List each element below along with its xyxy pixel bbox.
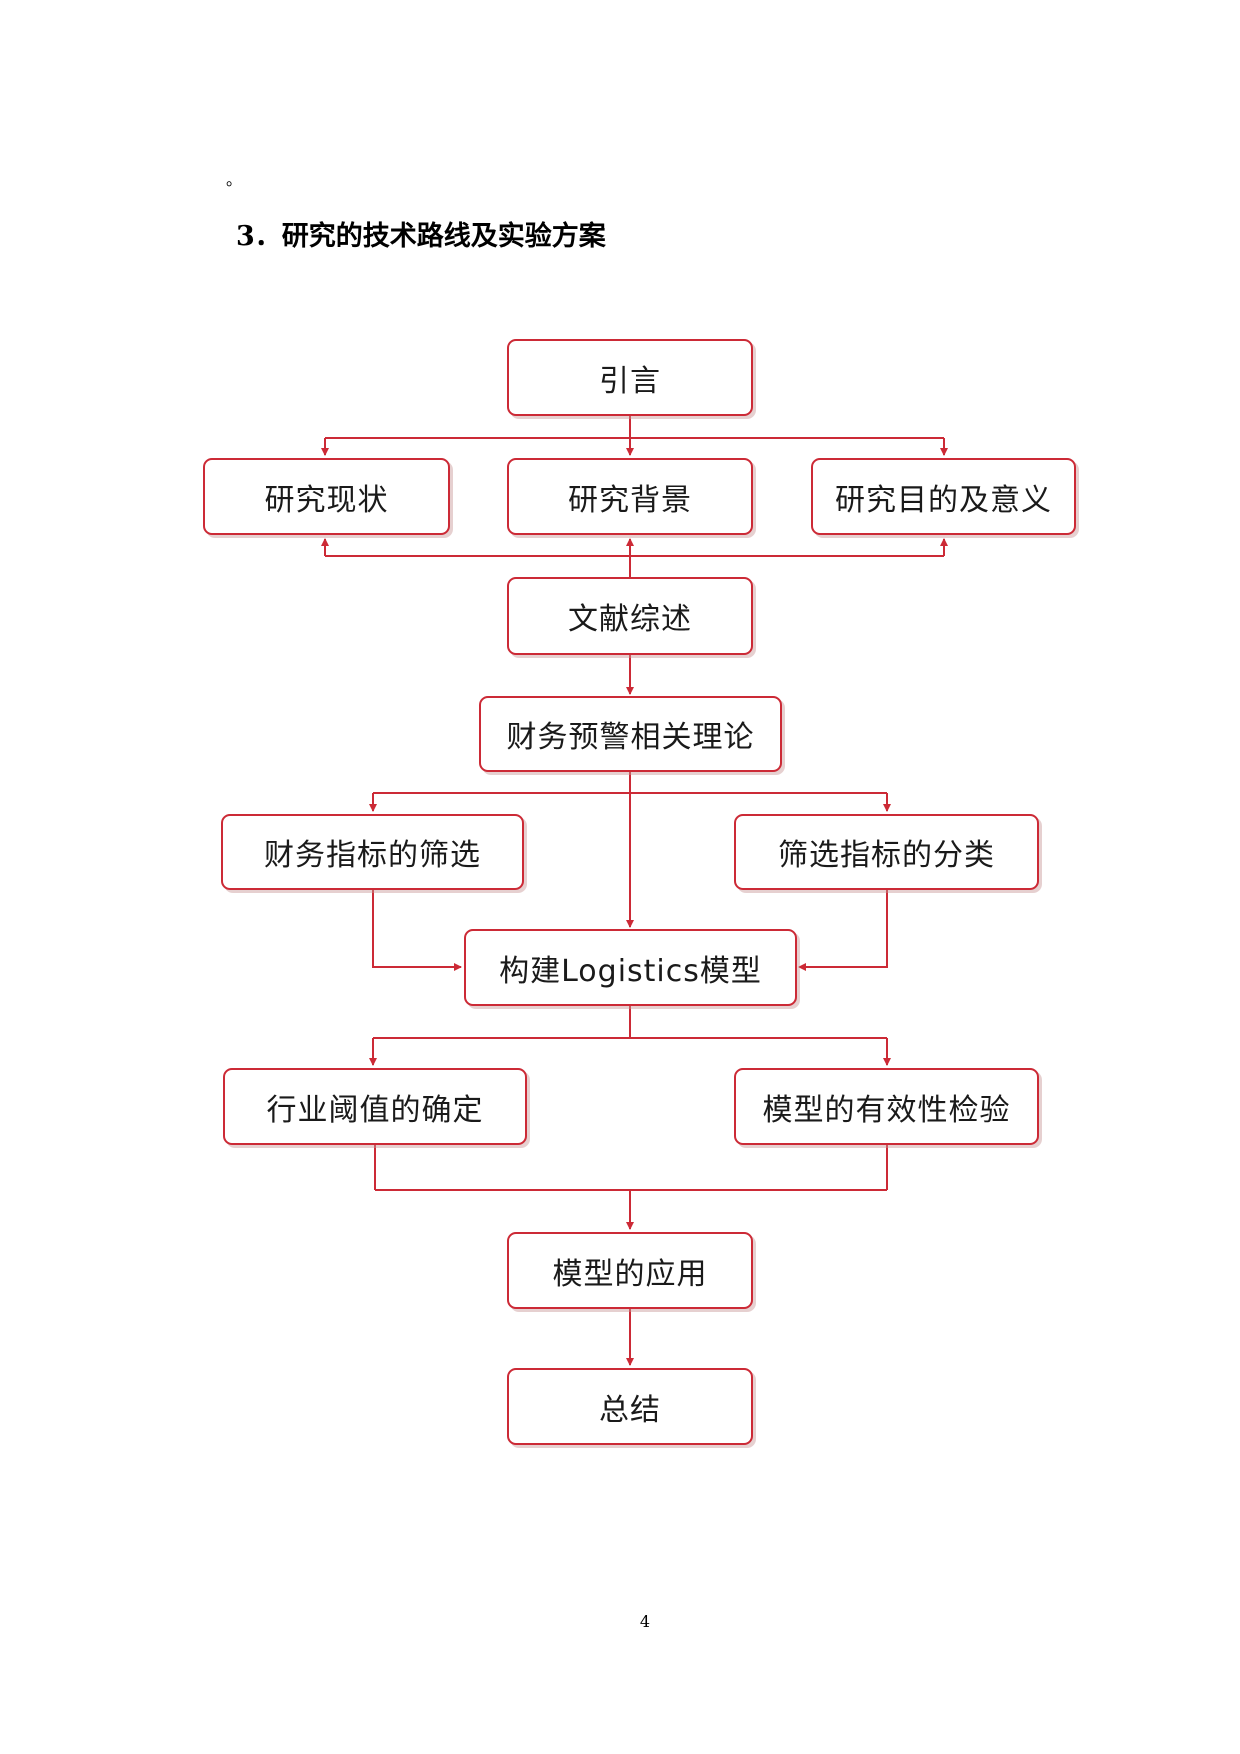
arrow-indicator-classify-to-model bbox=[798, 890, 888, 971]
flow-node-research-background: 研究背景 bbox=[507, 458, 753, 535]
page-number: 4 bbox=[639, 1612, 651, 1631]
flow-node-indicator-selection: 财务指标的筛选 bbox=[221, 814, 524, 890]
flow-node-industry-threshold: 行业阈值的确定 bbox=[223, 1068, 527, 1145]
flow-node-literature-review: 文献综述 bbox=[507, 577, 753, 655]
flow-node-model-application: 模型的应用 bbox=[507, 1232, 753, 1309]
flow-node-indicator-classification: 筛选指标的分类 bbox=[734, 814, 1039, 890]
flow-node-build-model: 构建Logistics模型 bbox=[464, 929, 797, 1006]
flow-node-research-purpose: 研究目的及意义 bbox=[811, 458, 1076, 535]
flow-node-intro: 引言 bbox=[507, 339, 753, 416]
flow-node-theory: 财务预警相关理论 bbox=[479, 696, 782, 772]
flow-node-model-validation: 模型的有效性检验 bbox=[734, 1068, 1039, 1145]
section-heading: 3．研究的技术路线及实验方案 bbox=[236, 221, 606, 252]
previous-text-end: 。 bbox=[226, 170, 243, 189]
arrow-indicator-select-to-model bbox=[372, 890, 462, 971]
flow-node-research-status: 研究现状 bbox=[203, 458, 450, 535]
flow-node-summary: 总结 bbox=[507, 1368, 753, 1445]
